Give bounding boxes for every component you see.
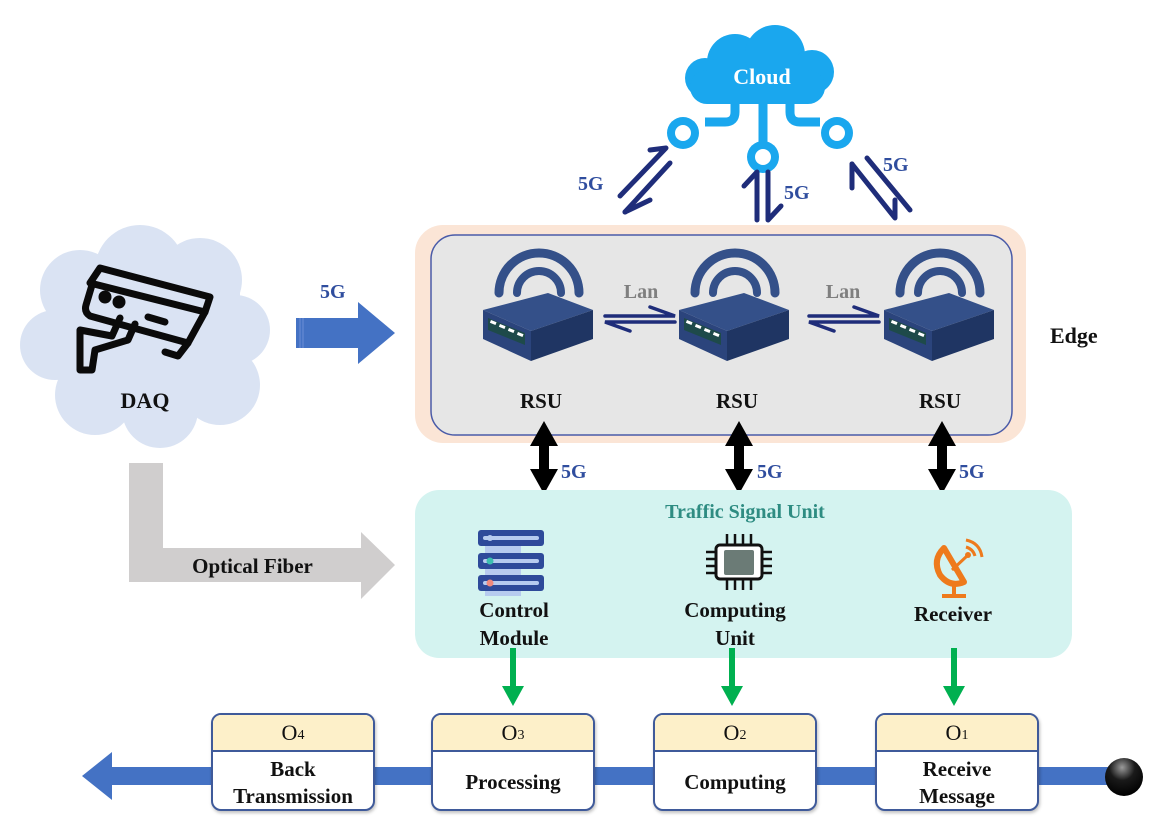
cloud-link-middle-icon [741, 169, 784, 223]
cloud-node [667, 25, 853, 173]
router-icon [483, 248, 593, 361]
security-camera-icon [76, 264, 214, 374]
double-arrow-1-icon [530, 421, 558, 494]
edge-tsu-link-label-1: 5G [561, 461, 587, 483]
cloud-link-right-icon [849, 155, 913, 221]
router-icon [884, 248, 994, 361]
daq-to-edge-arrow [296, 302, 395, 364]
cpu-chip-icon [706, 534, 772, 590]
stage-o2-label: Computing [684, 770, 786, 795]
flow-arrows [502, 648, 965, 706]
lan-link-2-icon [807, 305, 881, 333]
cloud-link-left-label: 5G [578, 173, 604, 195]
control-module-label-line1: Control [479, 598, 549, 622]
stage-o3-label: Processing [465, 770, 561, 795]
cloud-links [617, 145, 913, 223]
rsu-label-2: RSU [715, 389, 758, 413]
edge-tsu-link-label-2: 5G [757, 461, 783, 483]
edge-tsu-link-label-3: 5G [959, 461, 985, 483]
double-arrow-2-icon [725, 421, 753, 494]
control-module-label-line2: Module [479, 626, 549, 651]
receiver-label: Receiver [913, 602, 993, 626]
optical-fiber-arrow [129, 463, 395, 599]
flow-arrow-2-icon [721, 648, 743, 706]
lan-link-1-icon [603, 305, 677, 333]
tsu-title: Traffic Signal Unit [665, 501, 825, 523]
timeline-start-dot [1105, 758, 1143, 796]
lan-label-2: Lan [825, 281, 861, 303]
computing-unit-label-line1: Computing [684, 598, 786, 622]
rsu-label-3: RSU [918, 389, 961, 413]
edge-label: Edge [1050, 323, 1098, 348]
router-icon [679, 248, 789, 361]
satellite-dish-icon [933, 538, 984, 598]
daq-label: DAQ [120, 388, 170, 413]
cloud-icon [667, 25, 853, 173]
double-arrow-3-icon [928, 421, 956, 494]
cloud-link-middle-label: 5G [784, 182, 810, 204]
flow-arrow-3-icon [943, 648, 965, 706]
lan-links [603, 305, 881, 333]
daq-link-label: 5G [320, 281, 346, 303]
optical-fiber-label: Optical Fiber [192, 554, 313, 578]
lan-label-1: Lan [623, 281, 659, 303]
rsu-label-1: RSU [519, 389, 562, 413]
computing-unit-label: Computing Unit [660, 596, 810, 653]
control-module-label: Control Module [444, 596, 584, 653]
server-rack-icon [478, 530, 544, 596]
flow-arrow-1-icon [502, 648, 524, 706]
edge-tsu-links [530, 421, 956, 494]
cloud-link-right-label: 5G [883, 154, 909, 176]
cloud-link-left-icon [617, 145, 673, 215]
daq-cloud [20, 225, 270, 448]
computing-unit-label-line2: Unit [715, 626, 755, 651]
cloud-label: Cloud [733, 64, 791, 89]
